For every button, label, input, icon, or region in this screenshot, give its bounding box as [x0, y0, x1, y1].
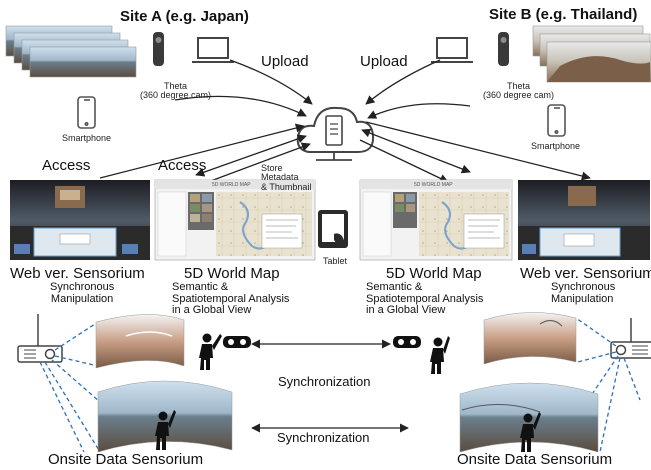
onsite-sensorium-b-label: Onsite Data Sensorium [457, 451, 613, 468]
onsite-panorama-a-upper [95, 314, 185, 369]
web-sensorium-a-screen [10, 180, 150, 260]
smartphone-b-icon [547, 104, 566, 137]
analysis-b-label: Semantic & Spatiotemporal Analysis in a … [366, 281, 484, 317]
projection-dashed-lines [39, 317, 641, 453]
sync-upper-label: Synchronization [278, 374, 371, 389]
store-metadata-label: Store Metadata & Thumbnail [261, 163, 312, 192]
site-b-title: Site B (e.g. Thailand) [489, 6, 638, 23]
person-b-lower-icon [520, 412, 541, 452]
synchronization-arrows [251, 339, 409, 433]
tablet-label: Tablet [323, 256, 348, 266]
upload-b-label: Upload [360, 53, 408, 70]
tablet-icon [318, 210, 348, 248]
sync-lower-label: Synchronization [277, 430, 370, 445]
smartphone-b-label: Smartphone [531, 141, 581, 151]
world-map-b-screen [359, 179, 513, 261]
theta-a-label: Theta (360 degree cam) [140, 81, 212, 101]
cloud-server-icon [296, 106, 375, 161]
smartphone-a-icon [77, 96, 96, 129]
laptop-b-icon [431, 37, 473, 63]
web-sensorium-a-label: Web ver. Sensorium [10, 265, 145, 282]
upload-arrows [174, 59, 471, 119]
sync-manipulation-a-label: Synchronous Manipulation [50, 281, 115, 305]
smartphone-a-label: Smartphone [62, 133, 112, 143]
sync-manipulation-b-label: Synchronous Manipulation [551, 281, 616, 305]
theta-camera-a-icon [153, 32, 164, 66]
projector-a-icon [17, 314, 63, 363]
person-a-upper-icon [199, 333, 222, 370]
vr-headset-a-icon [223, 336, 251, 348]
onsite-sensorium-a-label: Onsite Data Sensorium [48, 451, 204, 468]
access-a1-label: Access [42, 157, 91, 174]
person-a-lower-icon [155, 410, 176, 450]
laptop-a-icon [192, 37, 234, 63]
world-map-a-label: 5D World Map [184, 265, 280, 282]
site-b-photo-stack [532, 25, 651, 83]
vr-headset-b-icon [393, 336, 421, 348]
theta-b-label: Theta (360 degree cam) [483, 81, 555, 101]
projector-b-icon [610, 318, 651, 359]
theta-camera-b-icon [498, 32, 509, 66]
analysis-a-label: Semantic & Spatiotemporal Analysis in a … [172, 281, 290, 317]
person-b-upper-icon [430, 336, 450, 374]
world-map-a-screen [154, 179, 316, 261]
world-map-a-screen-title: 5D WORLD MAP [212, 182, 251, 188]
onsite-panorama-b-upper [483, 312, 577, 365]
world-map-b-label: 5D World Map [386, 265, 482, 282]
access-arrows [99, 121, 591, 183]
site-a-title: Site A (e.g. Japan) [120, 8, 249, 25]
world-map-b-screen-title: 5D WORLD MAP [414, 182, 453, 188]
site-a-photo-stack [5, 25, 137, 78]
access-a2-label: Access [158, 157, 207, 174]
web-sensorium-b-screen [518, 180, 650, 260]
web-sensorium-b-label: Web ver. Sensorium [520, 265, 651, 282]
upload-a-label: Upload [261, 53, 309, 70]
